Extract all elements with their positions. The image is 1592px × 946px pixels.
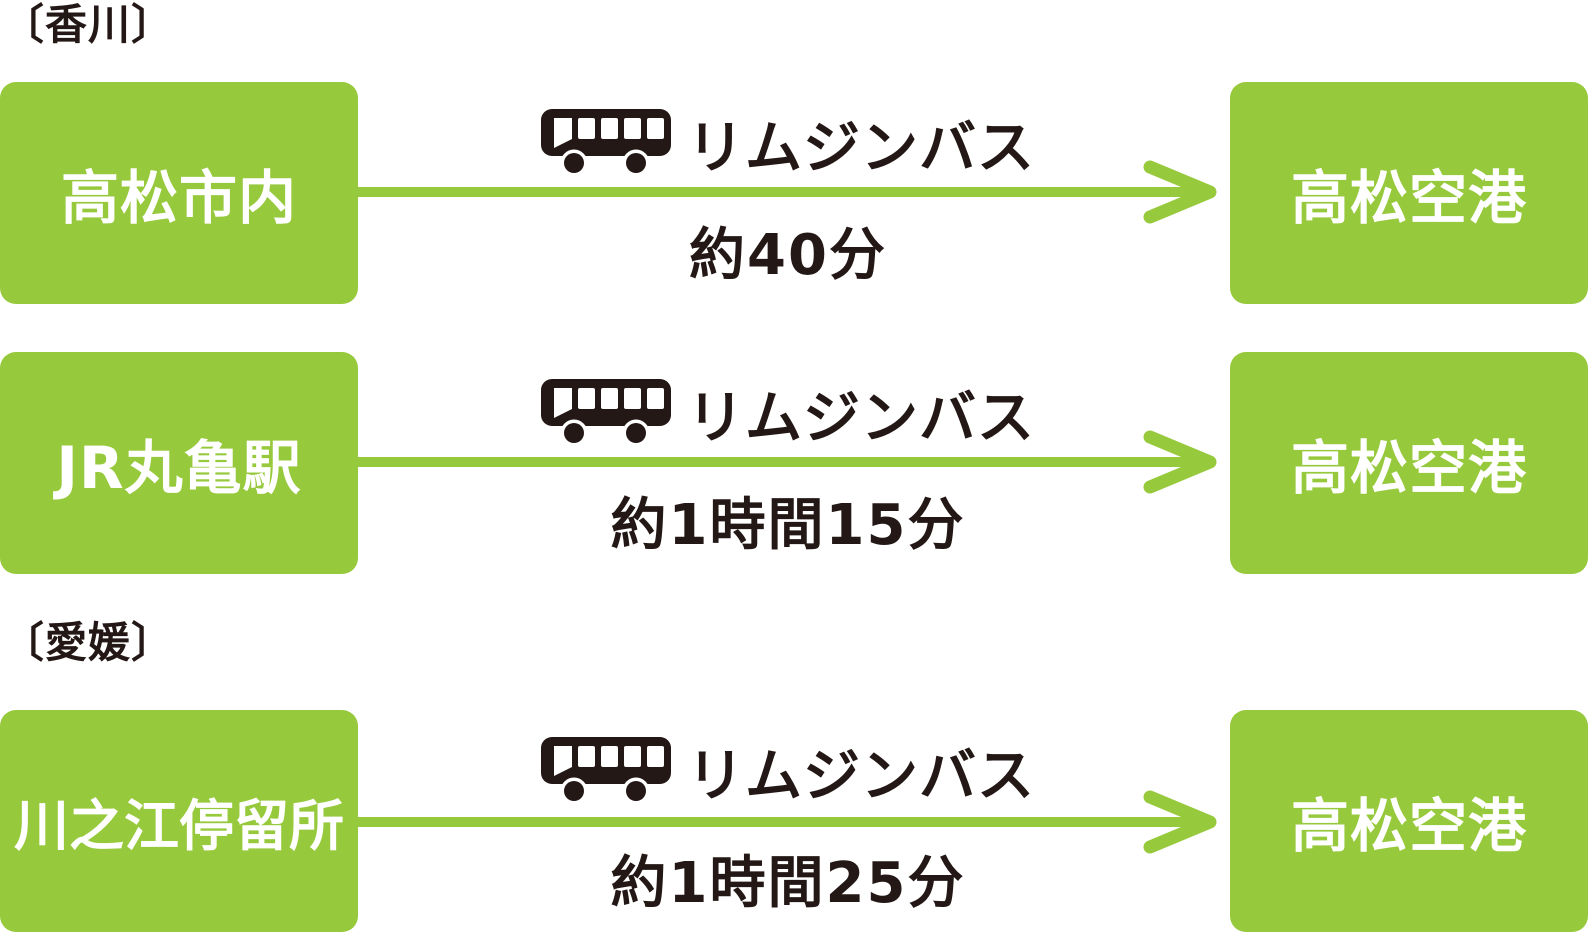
origin-box-jr-marugame: JR丸亀駅 [0, 352, 358, 574]
route-arrow [358, 160, 1217, 224]
destination-label: 高松空港 [1290, 792, 1527, 860]
destination-box-takamatsu-airport: 高松空港 [1230, 710, 1588, 932]
route-row-kawanoe: 川之江停留所 リムジンバス 約1時間25分 高松空港 [0, 710, 1592, 932]
origin-label: JR丸亀駅 [56, 434, 302, 502]
duration-label: 約1時間25分 [610, 851, 966, 916]
origin-box-takamatsu-city: 高松市内 [0, 82, 358, 304]
transport-group: リムジンバス [358, 376, 1218, 451]
origin-box-kawanoe: 川之江停留所 [0, 710, 358, 932]
duration-label: 約1時間15分 [610, 493, 966, 558]
section-label-ehime: 〔愛媛〕 [2, 618, 175, 667]
route-arrow [358, 430, 1217, 494]
destination-label: 高松空港 [1290, 434, 1527, 502]
destination-label: 高松空港 [1290, 164, 1527, 232]
origin-label: 高松市内 [60, 164, 297, 232]
duration-label: 約40分 [689, 223, 887, 288]
destination-box-takamatsu-airport: 高松空港 [1230, 82, 1588, 304]
bus-icon [541, 737, 671, 805]
bus-icon [541, 379, 671, 447]
destination-box-takamatsu-airport: 高松空港 [1230, 352, 1588, 574]
transport-group: リムジンバス [358, 734, 1218, 809]
transport-group: リムジンバス [358, 106, 1218, 181]
route-row-jr-marugame: JR丸亀駅 リムジンバス 約1時間15分 高松空港 [0, 352, 1592, 574]
mode-label: リムジンバス [687, 743, 1035, 809]
bus-icon [541, 109, 671, 177]
origin-label: 川之江停留所 [13, 794, 344, 858]
section-label-kagawa: 〔香川〕 [2, 0, 175, 49]
mode-label: リムジンバス [687, 115, 1035, 181]
route-row-takamatsu-city: 高松市内 リムジンバス 約40分 高松空港 [0, 82, 1592, 304]
route-arrow [358, 790, 1217, 854]
mode-label: リムジンバス [687, 385, 1035, 451]
